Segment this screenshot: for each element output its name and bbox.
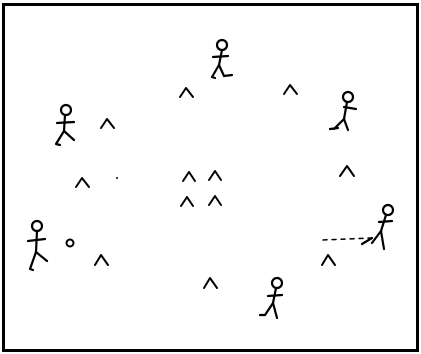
marker-dot	[116, 177, 118, 179]
